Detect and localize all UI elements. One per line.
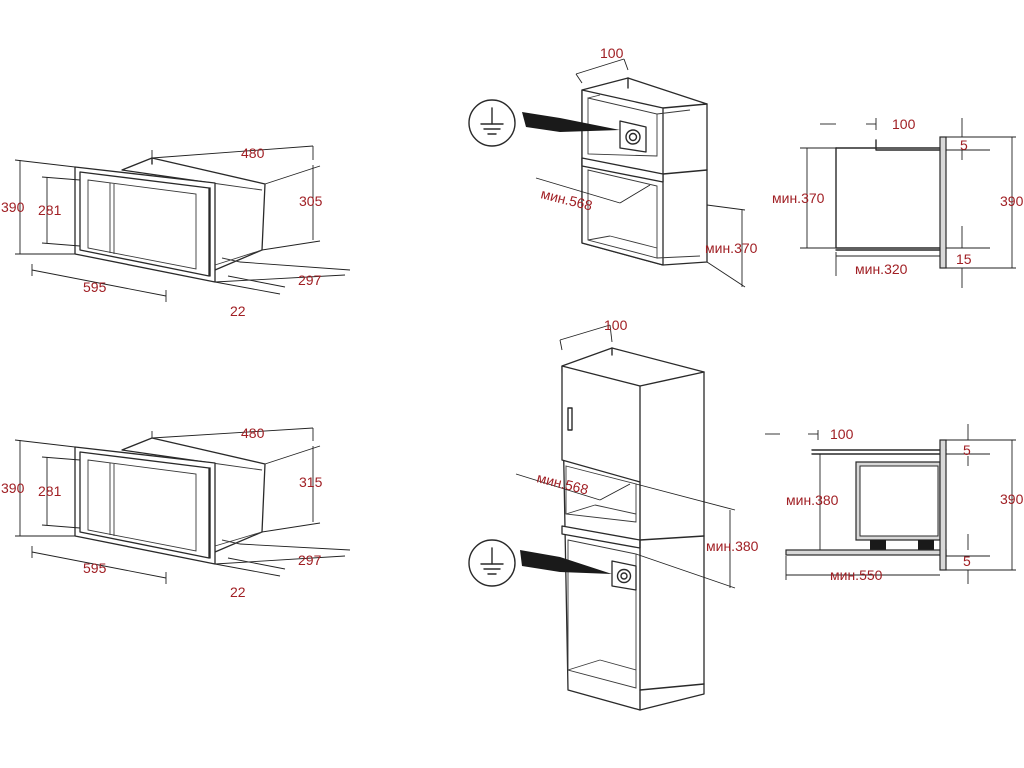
frame-top-label: 5	[960, 137, 968, 153]
depth-label: 297	[298, 552, 322, 568]
arrow-icon	[522, 112, 620, 132]
frame-top-label: 5	[963, 442, 971, 458]
front-width-label: 595	[83, 279, 107, 295]
min-depth-label: мин.320	[855, 261, 908, 277]
side-view-a: 100 мин.370 5 390 мин.320 15	[772, 116, 1024, 288]
front-width-label: 595	[83, 560, 107, 576]
frame-label: 22	[230, 584, 246, 600]
power-socket-icon	[611, 560, 637, 591]
ground-symbol-icon	[468, 539, 516, 587]
cabinet-tall: 100 мин.568 мин.380	[468, 317, 759, 711]
min-height-label: мин.370	[772, 190, 825, 206]
top-gap-label: 100	[600, 45, 624, 61]
top-gap-label: 100	[604, 317, 628, 333]
min-height-label: мин.380	[706, 538, 759, 554]
depth-height-label: 315	[299, 474, 323, 490]
total-height-label: 390	[1000, 193, 1024, 209]
side-view-b: 100 мин.380 5 390 мин.550 5	[765, 424, 1024, 584]
height-label: 390	[1, 480, 25, 496]
microwave-a: 480 390 281 305 595 297 22	[1, 145, 351, 319]
top-gap-label: 100	[892, 116, 916, 132]
min-depth-label: мин.550	[830, 567, 883, 583]
frame-bottom-label: 15	[956, 251, 972, 267]
min-height-label: мин.380	[786, 492, 839, 508]
depth-height-label: 305	[299, 193, 323, 209]
width-label: 480	[241, 425, 265, 441]
top-gap-label: 100	[830, 426, 854, 442]
ground-symbol-icon	[468, 99, 516, 147]
power-socket-icon	[619, 120, 647, 153]
arrow-icon	[520, 550, 612, 574]
min-height-label: мин.370	[705, 240, 758, 256]
width-label: 480	[241, 145, 265, 161]
frame-label: 22	[230, 303, 246, 319]
microwave-b: 480 390 281 315 595 297 22	[1, 425, 351, 600]
total-height-label: 390	[1000, 491, 1024, 507]
height-label: 390	[1, 199, 25, 215]
frame-bottom-label: 5	[963, 553, 971, 569]
cabinet-upper: 100 мин.568 мин.370	[468, 45, 758, 288]
inner-height-label: 281	[38, 202, 62, 218]
depth-label: 297	[298, 272, 322, 288]
inner-height-label: 281	[38, 483, 62, 499]
